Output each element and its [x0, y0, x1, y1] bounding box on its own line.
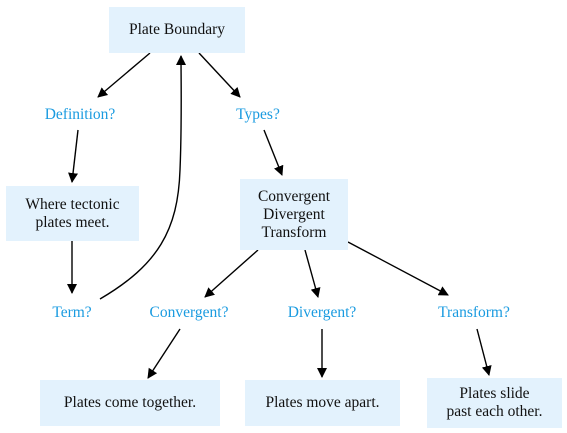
question-definition: Definition?	[44, 106, 116, 123]
node-divergent-answer: Plates move apart.	[245, 380, 400, 426]
edge-definition-to-answer	[68, 129, 79, 183]
edge-root-to-definition	[97, 52, 151, 98]
node-types-answer: Convergent Divergent Transform	[240, 179, 348, 250]
question-transform: Transform?	[438, 304, 510, 321]
node-convergent-answer: Plates come together.	[40, 380, 220, 426]
node-definition-answer: Where tectonic plates meet.	[6, 186, 139, 241]
node-transform-answer: Plates slide past each other.	[427, 378, 562, 428]
question-term: Term?	[52, 304, 92, 321]
edge-types-to-answer	[263, 129, 284, 176]
question-divergent: Divergent?	[287, 304, 357, 321]
node-convergent-answer-text: Plates come together.	[63, 394, 197, 411]
edge-types-answer-to-convergent	[204, 249, 259, 298]
question-types: Types?	[236, 106, 280, 123]
node-plate-boundary: Plate Boundary	[109, 7, 245, 53]
edge-root-to-types	[198, 52, 241, 98]
node-plate-boundary-text: Plate Boundary	[129, 21, 225, 38]
edge-types-answer-to-transform	[347, 241, 449, 296]
question-convergent: Convergent?	[149, 304, 229, 321]
edge-types-answer-to-divergent	[304, 249, 321, 298]
node-definition-answer-text: Where tectonic plates meet.	[25, 195, 120, 231]
node-types-answer-text: Convergent Divergent Transform	[257, 187, 331, 241]
edge-term-to-root	[99, 55, 187, 300]
edge-transform-to-answer	[476, 328, 492, 376]
edge-convergent-to-answer	[147, 328, 181, 379]
node-divergent-answer-text: Plates move apart.	[265, 394, 380, 411]
node-transform-answer-text: Plates slide past each other.	[446, 385, 543, 420]
